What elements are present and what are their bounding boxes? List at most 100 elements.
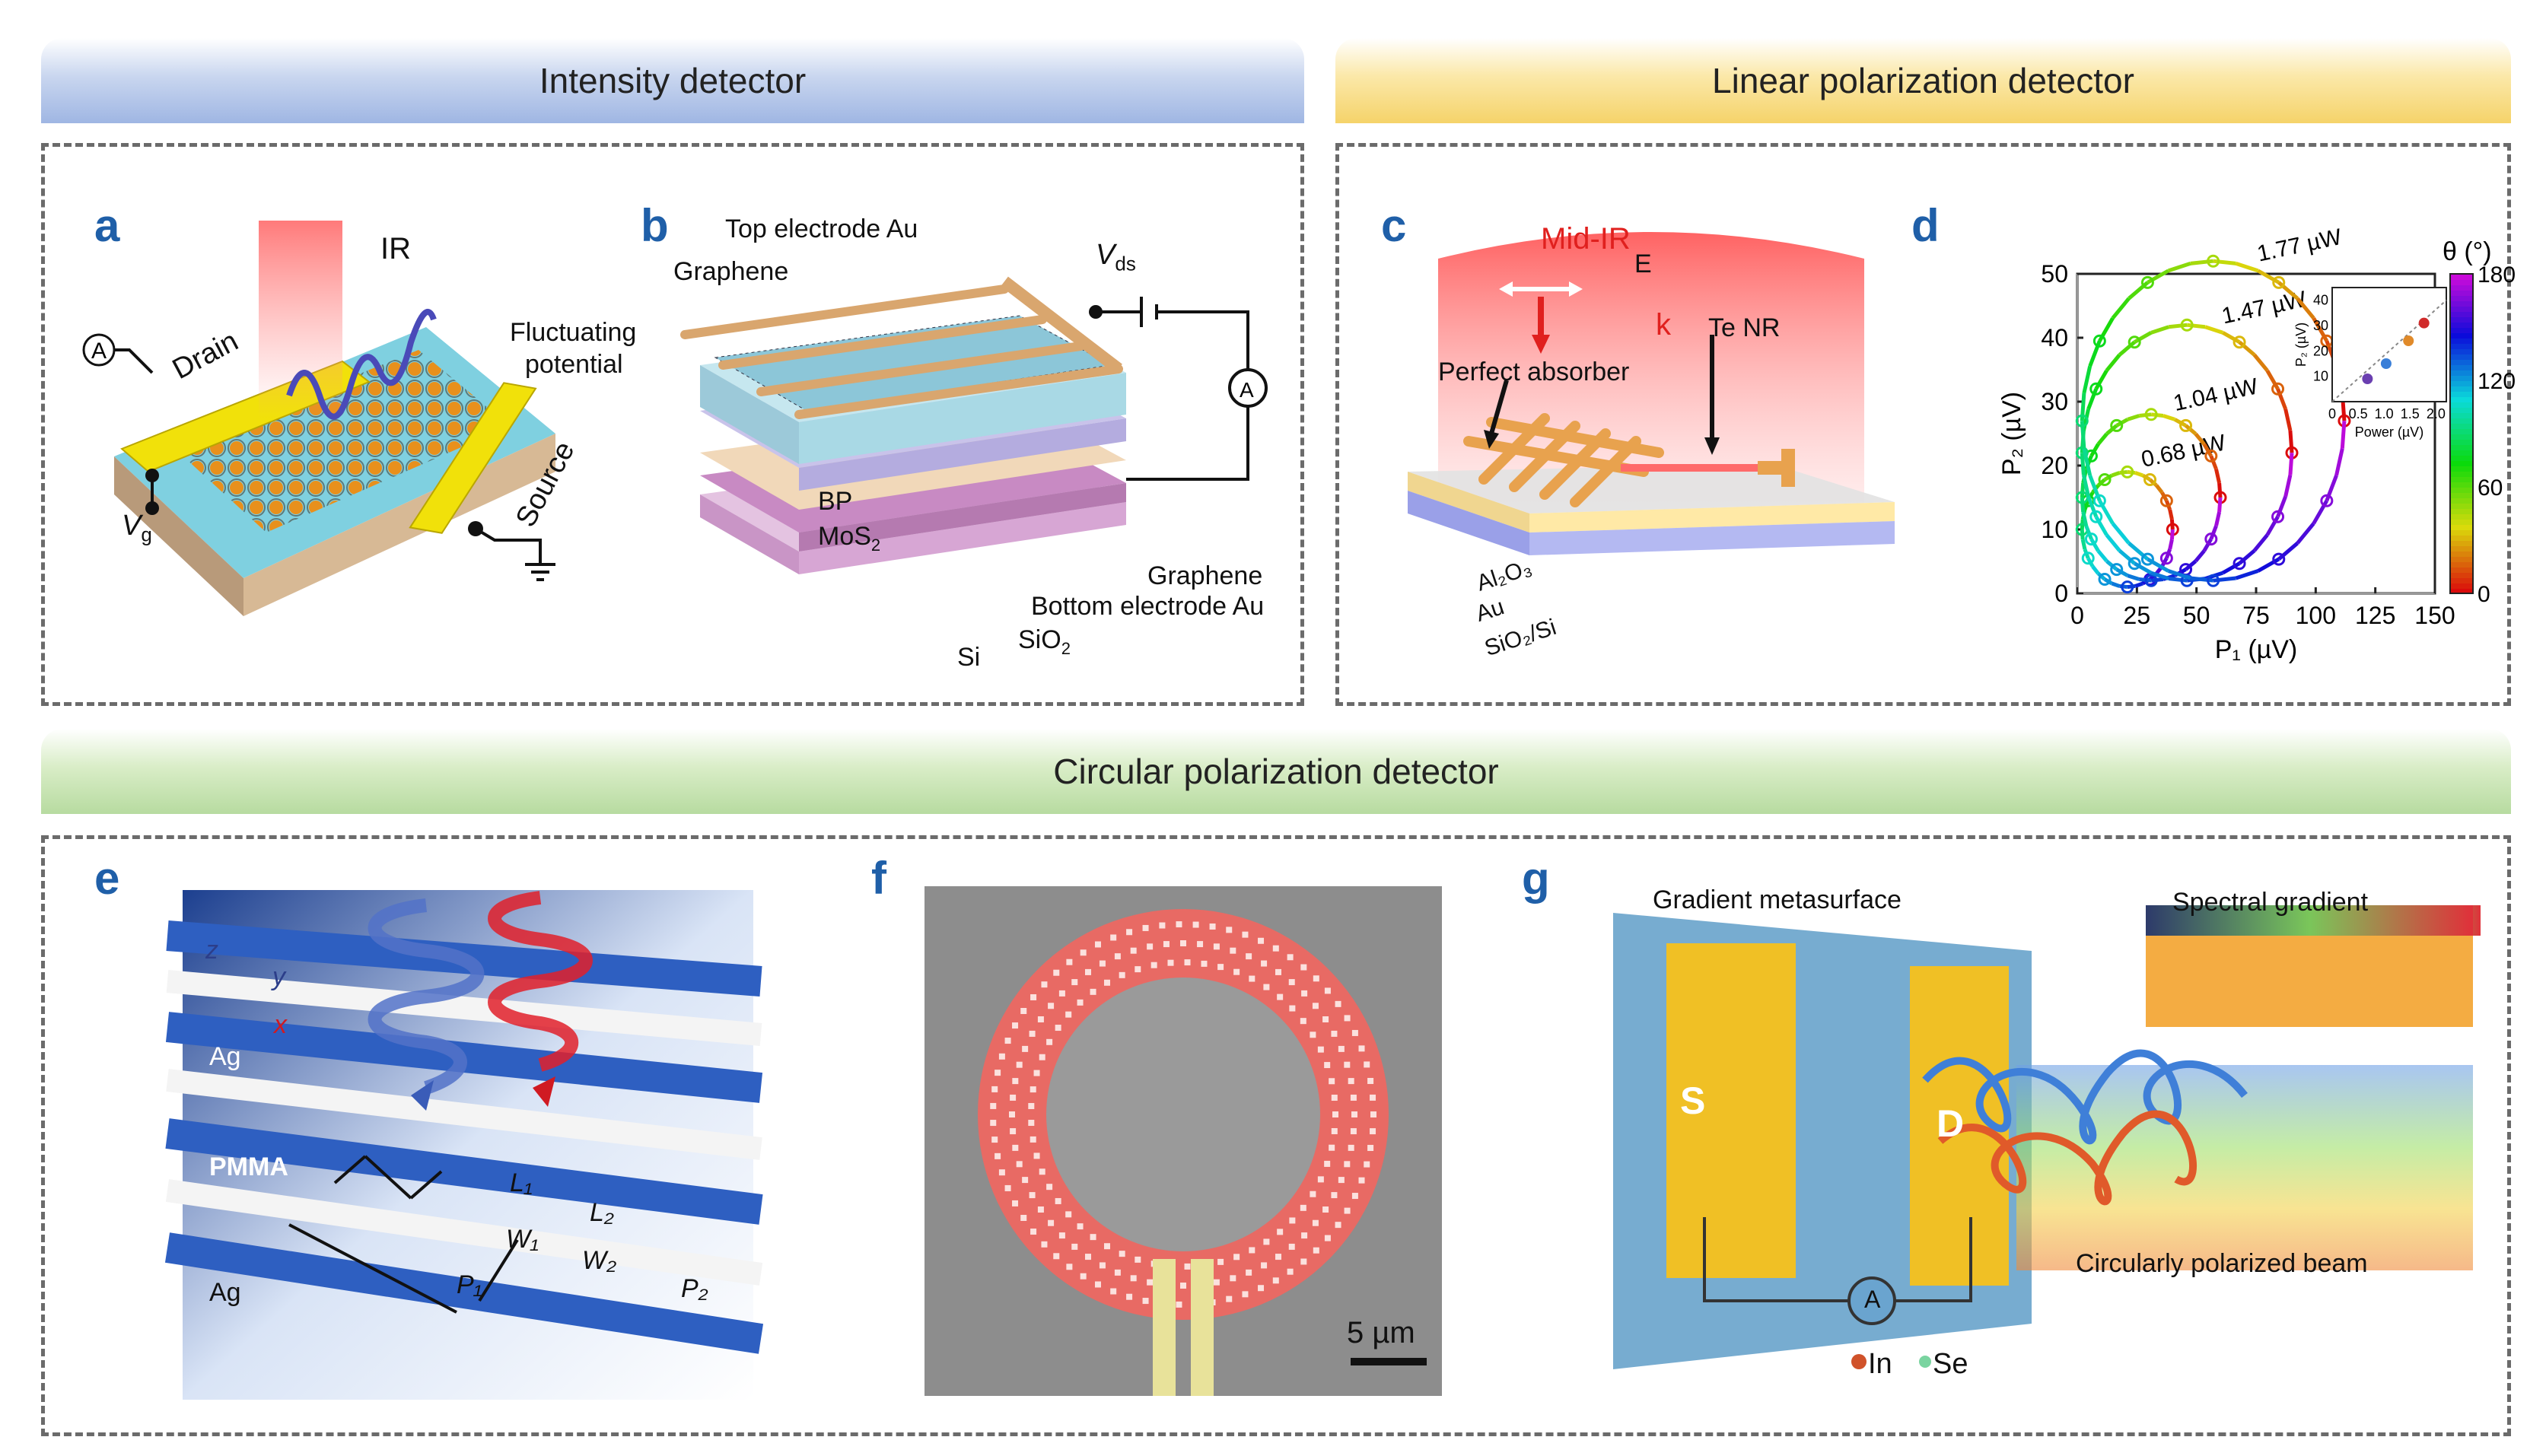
colorbar-segment (2450, 285, 2473, 291)
ring-mark (1367, 1077, 1374, 1084)
in-legend-label: In (1868, 1348, 1892, 1380)
ring-mark (1029, 1192, 1036, 1199)
series-segment (2340, 421, 2347, 449)
ring-mark (1058, 990, 1065, 997)
ring-mark (1329, 1144, 1335, 1151)
ring-mark (1016, 1061, 1023, 1068)
series-segment (2103, 577, 2113, 586)
ring-mark (1159, 922, 1166, 929)
ring-mark (1030, 1136, 1036, 1143)
ring-marks (990, 921, 1376, 1308)
inset-point (2418, 317, 2430, 329)
data-point (2098, 473, 2112, 487)
series-segment (2186, 323, 2206, 329)
ag-bottom-label: Ag (209, 1278, 241, 1307)
panel-label-b: b (641, 200, 669, 251)
ring-mark (1263, 984, 1270, 990)
series-segment (2194, 549, 2206, 563)
colorbar-segment (2450, 370, 2473, 376)
colorbar-segment (2450, 503, 2473, 509)
panel-a-illustration: A (82, 221, 555, 616)
y-tick-label: 40 (2041, 324, 2068, 351)
series-segment (2086, 388, 2099, 410)
inset-x-tick-label: 0.5 (2349, 406, 2368, 421)
inset-x-tick-label: 2.0 (2427, 406, 2446, 421)
ring-mark (1300, 964, 1307, 971)
te-nr-label: Te NR (1708, 313, 1781, 342)
ammeter-g-label: A (1864, 1286, 1881, 1313)
colorbar-segment (2450, 279, 2473, 285)
data-point (2110, 418, 2124, 432)
series-segment (2190, 259, 2213, 265)
series-segment (2167, 262, 2191, 273)
series-label: 1.77 µW (2255, 224, 2344, 267)
series-segment (2194, 432, 2206, 446)
series-segment (2277, 281, 2299, 300)
circular-beam-label: Circularly polarized beam (2076, 1249, 2368, 1278)
series-segment (2238, 340, 2256, 357)
midir-label: Mid-IR (1541, 222, 1631, 256)
series-segment (2089, 538, 2100, 552)
colorbar-segment (2450, 588, 2473, 594)
ring-mark (1197, 941, 1204, 948)
axis-z-label: z (205, 936, 218, 965)
inset-y-tick-label: 10 (2313, 369, 2328, 384)
colorbar-segment (2450, 274, 2473, 280)
data-point (2204, 532, 2218, 546)
series-segment (2111, 581, 2121, 588)
colorbar-segment (2450, 359, 2473, 365)
series-segment (2084, 525, 2093, 540)
colorbar-segment (2450, 545, 2473, 552)
inset-frame (2331, 287, 2447, 402)
series-segment (2127, 574, 2140, 581)
ring-mark (1344, 1207, 1351, 1214)
colorbar-segment (2450, 396, 2473, 402)
ring-mark (1300, 1018, 1306, 1025)
colorbar-segment (2450, 561, 2473, 567)
ring-mark (990, 1102, 997, 1109)
ring-mark (1053, 1253, 1060, 1260)
ring-mark (1338, 1045, 1345, 1052)
pmma-label: PMMA (209, 1152, 288, 1181)
data-point (2089, 382, 2103, 396)
p2-label: P₂ (681, 1274, 708, 1303)
graphene-bottom-label: Graphene (1147, 561, 1263, 590)
axis-x-label: x (274, 1010, 287, 1039)
colorbar-segment (2450, 572, 2473, 578)
panel-label-c: c (1381, 200, 1407, 251)
ring-mark (1022, 1177, 1029, 1184)
data-point (2159, 552, 2173, 565)
series-segment (2155, 484, 2164, 494)
ring-mark (1348, 1078, 1354, 1085)
red-helix (488, 891, 593, 1072)
colorbar-tick-label: 60 (2478, 475, 2503, 501)
colorbar-segment (2450, 322, 2473, 328)
ring-mark (1041, 981, 1048, 988)
top-electrode-label: Top electrode Au (725, 215, 918, 243)
ring-mark (1030, 993, 1037, 1000)
colorbar-segment (2450, 471, 2473, 477)
y-axis-label: P₂ (µV) (1997, 392, 2026, 475)
colorbar-segment (2450, 450, 2473, 456)
series-segment (2082, 448, 2092, 476)
series-segment (2082, 365, 2092, 394)
colorbar-segment (2450, 348, 2473, 354)
inset-fit-line (2331, 299, 2447, 402)
gradient-metasurface-label: Gradient metasurface (1653, 885, 1902, 914)
panel-c-illustration (1408, 232, 1895, 555)
colorbar-segment (2450, 567, 2473, 573)
ring-mark (1030, 1086, 1036, 1093)
colorbar-segment (2450, 577, 2473, 583)
w1-label: W₁ (506, 1225, 539, 1254)
ring-mark (1242, 1291, 1249, 1298)
k-vector-label: k (1656, 308, 1671, 342)
ring-mark (1009, 1111, 1015, 1117)
ring-mark (1110, 1288, 1117, 1295)
circular-title: Circular polarization detector (1053, 752, 1499, 791)
ring-mark (1065, 1211, 1072, 1218)
series-segment (2080, 539, 2087, 550)
data-point (2233, 557, 2246, 571)
colorbar-segment (2450, 466, 2473, 472)
ring-mark (1209, 923, 1216, 930)
